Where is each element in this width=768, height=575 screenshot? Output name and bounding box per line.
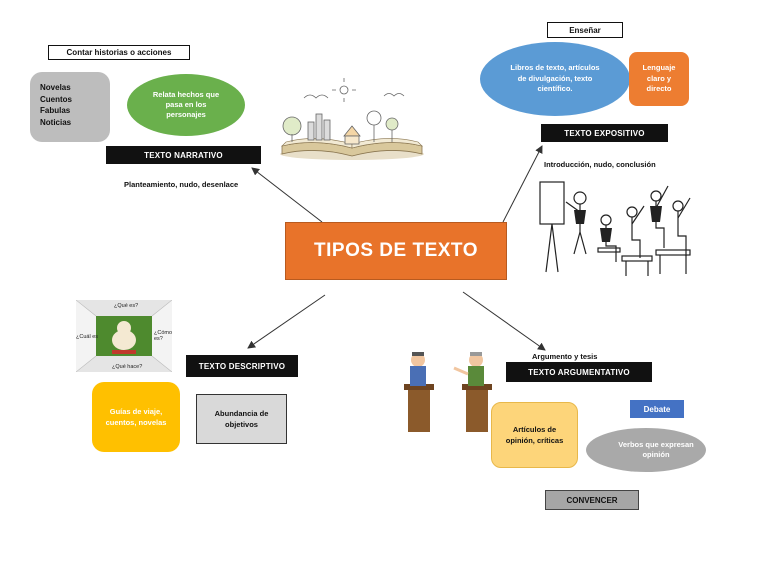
- expositivo-title: TEXTO EXPOSITIVO: [541, 124, 668, 142]
- expositivo-ellipse: Libros de texto, artículos de divulgació…: [480, 42, 630, 116]
- open-book-illustration: [280, 78, 424, 160]
- list-item: Fabulas: [40, 106, 71, 116]
- argumentativo-top-text: Argumento y tesis: [532, 352, 598, 361]
- narrativo-structure: Planteamiento, nudo, desenlace: [124, 180, 239, 189]
- argumentativo-orange-box: Artículos de opinión, críticas: [491, 402, 578, 468]
- arrow-to-argumentativo: [462, 291, 546, 351]
- question-que-es: ¿Qué es?: [114, 303, 139, 309]
- narrativo-top-label: Contar historias o acciones: [48, 45, 190, 60]
- argumentativo-debate-label: Debate: [630, 400, 684, 418]
- expositivo-structure: Introducción, nudo, conclusión: [544, 160, 656, 169]
- argumentativo-title: TEXTO ARGUMENTATIVO: [506, 362, 652, 382]
- dog-image: ¿Qué es? ¿Cómo es? ¿Qué hace? ¿Cuál es: [75, 299, 173, 373]
- arrow-to-expositivo: [502, 145, 543, 223]
- expositivo-side-box: Lenguaje claro y directo: [629, 52, 689, 106]
- question-cual-es: ¿Cuál es: [76, 334, 99, 340]
- arrow-to-descriptivo: [247, 294, 326, 349]
- narrativo-examples-box: Novelas Cuentos Fabulas Noticias: [30, 72, 110, 142]
- argumentativo-bottom-label: CONVENCER: [545, 490, 639, 510]
- list-item: Novelas: [40, 83, 71, 92]
- question-como-es: ¿Cómo es?: [154, 330, 173, 342]
- classroom-illustration: [539, 181, 691, 276]
- list-item: Noticias: [40, 117, 72, 127]
- argumentativo-ellipse: Verbos que expresan opinión: [586, 428, 706, 472]
- arrow-to-narrativo: [251, 167, 323, 223]
- main-title: TIPOS DE TEXTO: [285, 222, 507, 280]
- expositivo-top-label: Enseñar: [547, 22, 623, 38]
- list-item: Cuentos: [40, 94, 72, 104]
- descriptivo-yellow-box: Guías de viaje, cuentos, novelas: [92, 382, 180, 452]
- narrativo-ellipse: Relata hechos que pasa en los personajes: [127, 74, 245, 136]
- descriptivo-grey-box: Abundancia de objetivos: [196, 394, 287, 444]
- debate-illustration: [404, 352, 492, 432]
- narrativo-title: TEXTO NARRATIVO: [106, 146, 261, 164]
- question-que-hace: ¿Qué hace?: [112, 364, 143, 370]
- descriptivo-title: TEXTO DESCRIPTIVO: [186, 355, 298, 377]
- dog-photo: [75, 299, 173, 373]
